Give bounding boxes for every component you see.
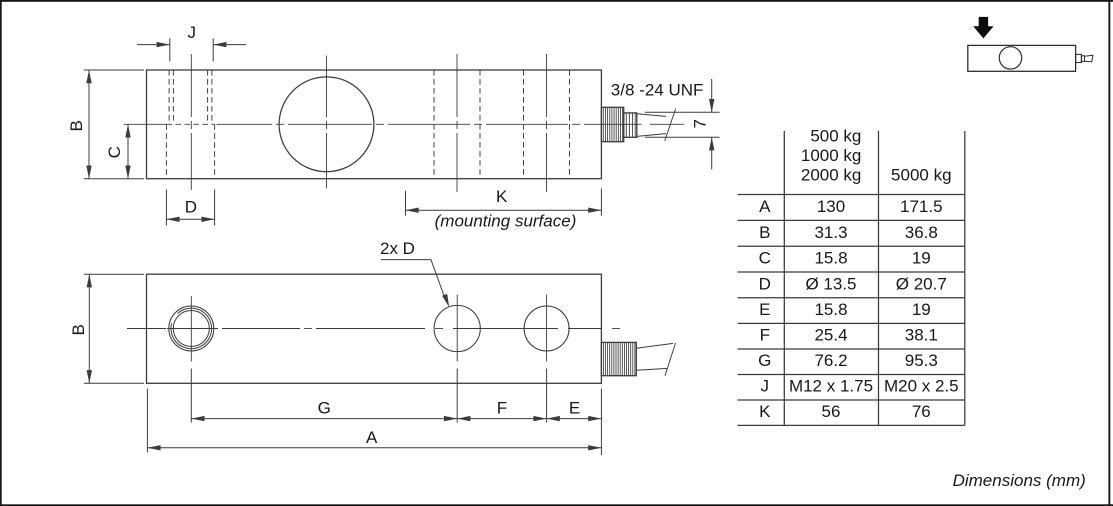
svg-text:5000 kg: 5000 kg bbox=[891, 166, 952, 185]
svg-text:D: D bbox=[185, 198, 197, 217]
svg-text:19: 19 bbox=[912, 300, 931, 319]
svg-text:K: K bbox=[496, 187, 508, 206]
svg-text:B: B bbox=[69, 324, 88, 335]
svg-text:31.3: 31.3 bbox=[814, 223, 847, 242]
svg-text:K: K bbox=[759, 402, 771, 421]
svg-text:171.5: 171.5 bbox=[900, 197, 943, 216]
svg-text:C: C bbox=[759, 249, 771, 268]
svg-text:130: 130 bbox=[817, 197, 845, 216]
svg-text:15.8: 15.8 bbox=[814, 249, 847, 268]
svg-text:M20 x 2.5: M20 x 2.5 bbox=[884, 377, 959, 396]
svg-text:J: J bbox=[761, 377, 770, 396]
svg-text:76.2: 76.2 bbox=[814, 351, 847, 370]
svg-text:Dimensions (mm): Dimensions (mm) bbox=[953, 471, 1086, 490]
svg-text:2x D: 2x D bbox=[380, 239, 415, 258]
svg-text:38.1: 38.1 bbox=[905, 326, 938, 345]
svg-text:95.3: 95.3 bbox=[905, 351, 938, 370]
svg-text:B: B bbox=[67, 120, 86, 131]
svg-text:76: 76 bbox=[912, 402, 931, 421]
svg-text:2000 kg: 2000 kg bbox=[801, 166, 862, 185]
svg-text:25.4: 25.4 bbox=[814, 326, 847, 345]
svg-text:7: 7 bbox=[690, 119, 709, 128]
svg-text:A: A bbox=[759, 197, 771, 216]
svg-text:F: F bbox=[497, 398, 507, 417]
svg-text:Ø 13.5: Ø 13.5 bbox=[805, 274, 856, 293]
svg-text:36.8: 36.8 bbox=[905, 223, 938, 242]
svg-text:A: A bbox=[366, 428, 378, 447]
svg-text:D: D bbox=[759, 274, 771, 293]
svg-text:(mounting surface): (mounting surface) bbox=[435, 212, 577, 231]
svg-text:E: E bbox=[569, 398, 580, 417]
svg-text:G: G bbox=[318, 398, 331, 417]
svg-text:G: G bbox=[758, 351, 771, 370]
svg-text:Ø 20.7: Ø 20.7 bbox=[896, 274, 947, 293]
svg-text:56: 56 bbox=[822, 402, 841, 421]
svg-text:C: C bbox=[105, 146, 124, 158]
svg-text:1000 kg: 1000 kg bbox=[801, 146, 862, 165]
svg-text:F: F bbox=[760, 326, 770, 345]
svg-text:15.8: 15.8 bbox=[814, 300, 847, 319]
svg-text:3/8 -24 UNF: 3/8 -24 UNF bbox=[611, 81, 704, 100]
svg-text:500 kg: 500 kg bbox=[810, 126, 861, 145]
svg-text:J: J bbox=[188, 23, 197, 42]
svg-text:19: 19 bbox=[912, 249, 931, 268]
svg-text:E: E bbox=[759, 300, 770, 319]
svg-text:B: B bbox=[759, 223, 770, 242]
svg-text:M12 x 1.75: M12 x 1.75 bbox=[789, 377, 873, 396]
